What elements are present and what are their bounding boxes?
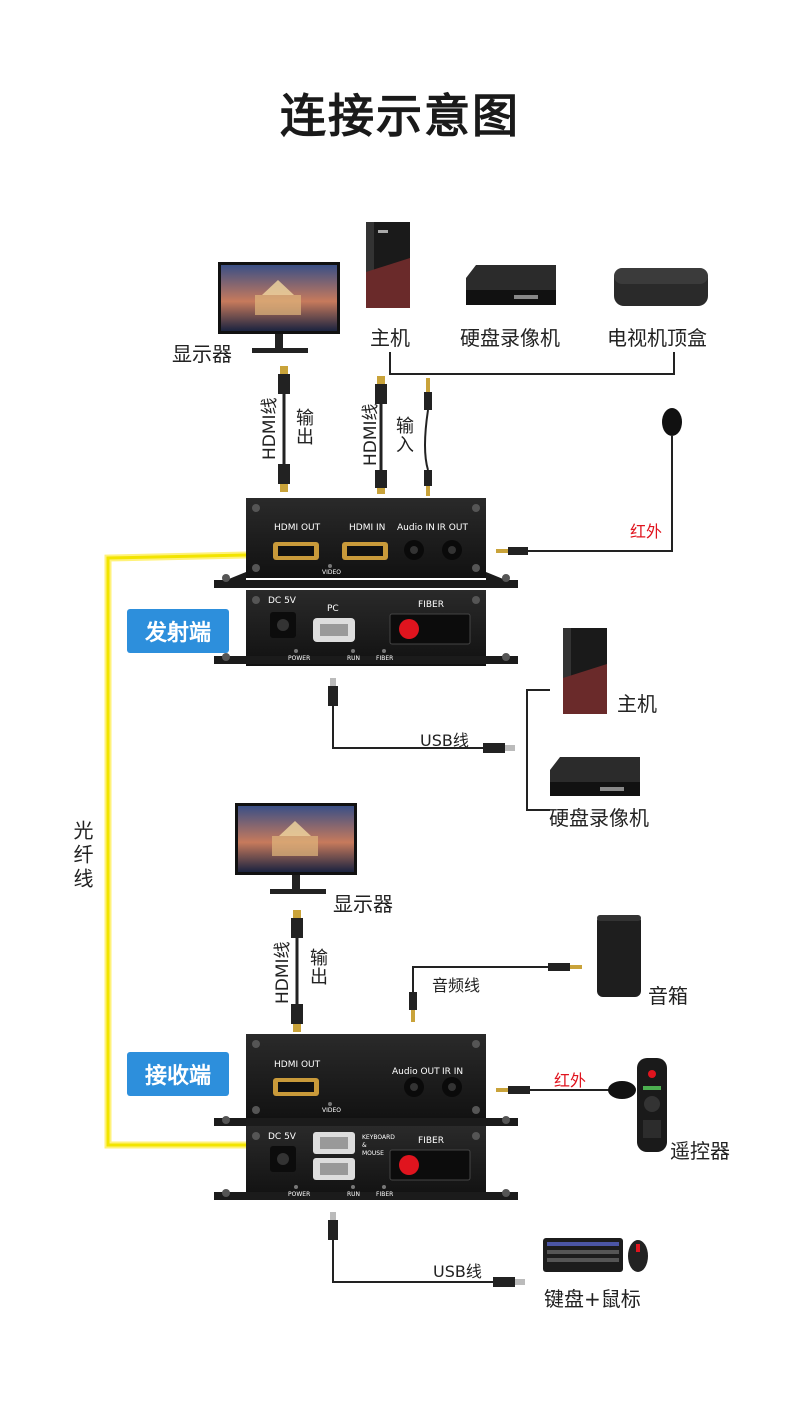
- mid-pc: [563, 628, 607, 714]
- ir-label-top: 红外: [630, 522, 663, 541]
- top-dvr-label: 硬盘录像机: [460, 326, 560, 350]
- output-label-bottom: 输出: [307, 948, 328, 986]
- top-monitor-label: 显示器: [172, 342, 232, 366]
- keyboard-mouse: [543, 1238, 648, 1272]
- ir-receiver-bottom: [496, 1081, 636, 1099]
- hdmi-in-cable-label: HDMI线: [361, 403, 381, 466]
- mid-dvr: [550, 757, 640, 796]
- led-label: VIDEO: [322, 569, 342, 576]
- port-label: PC: [327, 604, 339, 614]
- sender-device: [214, 498, 518, 666]
- led-label: VIDEO: [322, 1107, 342, 1114]
- port-label: Audio OUT: [392, 1067, 440, 1077]
- mid-dvr-label: 硬盘录像机: [549, 806, 649, 830]
- ir-emitter-top: [496, 408, 682, 555]
- tv-box-label: 电视机顶盒: [607, 326, 707, 350]
- led-label: POWER: [288, 1191, 311, 1198]
- keyboard-mouse-label: 键盘+鼠标: [544, 1287, 641, 1311]
- hdmi-cable-bottom: [291, 910, 303, 1032]
- port-label: HDMI IN: [349, 523, 386, 533]
- page-title: 连接示意图: [280, 89, 520, 143]
- speaker-label: 音箱: [648, 984, 688, 1008]
- usb-label-mid: USB线: [420, 731, 469, 750]
- input-label: 输入: [393, 416, 414, 454]
- top-pc-label: 主机: [370, 326, 410, 350]
- remote: [637, 1058, 667, 1152]
- ir-label-bottom: 红外: [554, 1071, 587, 1090]
- port-label: HDMI OUT: [274, 523, 321, 533]
- port-label: MOUSE: [362, 1150, 384, 1157]
- bottom-monitor: [235, 803, 357, 894]
- port-label: DC 5V: [268, 596, 296, 606]
- mid-pc-label: 主机: [617, 692, 657, 716]
- led-label: RUN: [347, 655, 361, 662]
- receiver-device: [214, 1034, 518, 1200]
- port-label: FIBER: [418, 600, 444, 610]
- fiber-label: 光纤线: [70, 820, 94, 892]
- port-label: IR OUT: [437, 523, 468, 533]
- usb-label-bottom: USB线: [433, 1262, 482, 1281]
- port-label: HDMI OUT: [274, 1060, 321, 1070]
- speaker: [597, 915, 641, 997]
- port-label: Audio IN: [397, 523, 435, 533]
- tv-box: [614, 268, 708, 306]
- hdmi-cable-top-out: [278, 366, 290, 492]
- led-label: FIBER: [376, 1191, 394, 1198]
- audio-cable-label: 音频线: [432, 976, 481, 995]
- receiver-badge: 接收端: [127, 1052, 230, 1096]
- usb-cable-sender: [328, 678, 515, 753]
- bottom-monitor-label: 显示器: [333, 892, 393, 916]
- top-monitor: [218, 262, 340, 353]
- led-label: POWER: [288, 655, 311, 662]
- port-label: &: [362, 1142, 367, 1149]
- output-label: 输出: [293, 408, 314, 446]
- led-label: RUN: [347, 1191, 361, 1198]
- port-label: IR IN: [442, 1067, 464, 1077]
- led-label: FIBER: [376, 655, 394, 662]
- usb-cable-receiver: [328, 1212, 525, 1287]
- hdmi-cable-top-in: [375, 376, 387, 494]
- remote-label: 遥控器: [670, 1139, 730, 1163]
- audio-cable-bottom: [409, 963, 582, 1022]
- port-label: FIBER: [418, 1136, 444, 1146]
- hdmi-out-cable-label: HDMI线: [260, 397, 280, 460]
- top-dvr: [466, 265, 556, 305]
- top-pc: [366, 222, 410, 308]
- sender-badge: 发射端: [127, 609, 230, 653]
- hdmi-bottom-cable-label: HDMI线: [273, 941, 293, 1004]
- audio-cable-top: [424, 378, 432, 496]
- fiber-cable: [104, 551, 247, 1149]
- port-label: KEYBOARD: [362, 1134, 395, 1141]
- port-label: DC 5V: [268, 1132, 296, 1142]
